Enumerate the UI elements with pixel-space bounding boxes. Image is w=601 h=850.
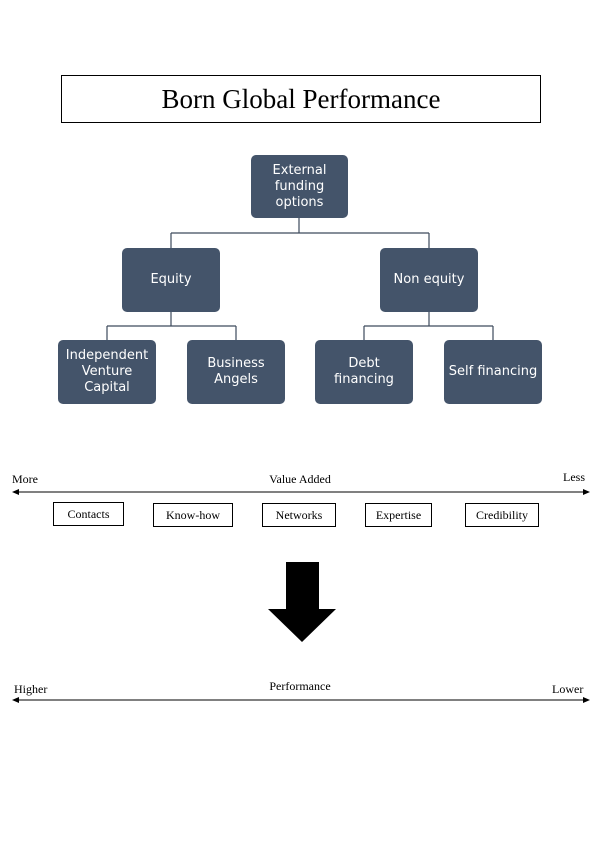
- factor-credibility: Credibility: [465, 503, 539, 527]
- factor-know-how: Know-how: [153, 503, 233, 527]
- node-debt-financing: Debt financing: [315, 340, 413, 404]
- diagram-title: Born Global Performance: [61, 75, 541, 123]
- value-scale-right-label: Less: [563, 470, 585, 484]
- node-business-angels: Business Angels: [187, 340, 285, 404]
- node-equity: Equity: [122, 248, 220, 312]
- factor-expertise: Expertise: [365, 503, 432, 527]
- connector-non-equity: [363, 312, 494, 340]
- performance-scale-left-label: Higher: [14, 682, 48, 696]
- performance-scale-title: Performance: [269, 679, 331, 693]
- node-self-financing: Self financing: [444, 340, 542, 404]
- node-independent-venture-capital: Independent Venture Capital: [58, 340, 156, 404]
- connector-equity: [106, 312, 237, 340]
- value-scale-left-label: More: [12, 472, 38, 486]
- node-external-funding-options: External funding options: [251, 155, 348, 218]
- factor-networks: Networks: [262, 503, 336, 527]
- value-scale-title: Value Added: [269, 472, 331, 486]
- performance-scale-right-label: Lower: [552, 682, 584, 696]
- factor-contacts: Contacts: [53, 502, 124, 526]
- node-non-equity: Non equity: [380, 248, 478, 312]
- connector-root: [170, 218, 430, 248]
